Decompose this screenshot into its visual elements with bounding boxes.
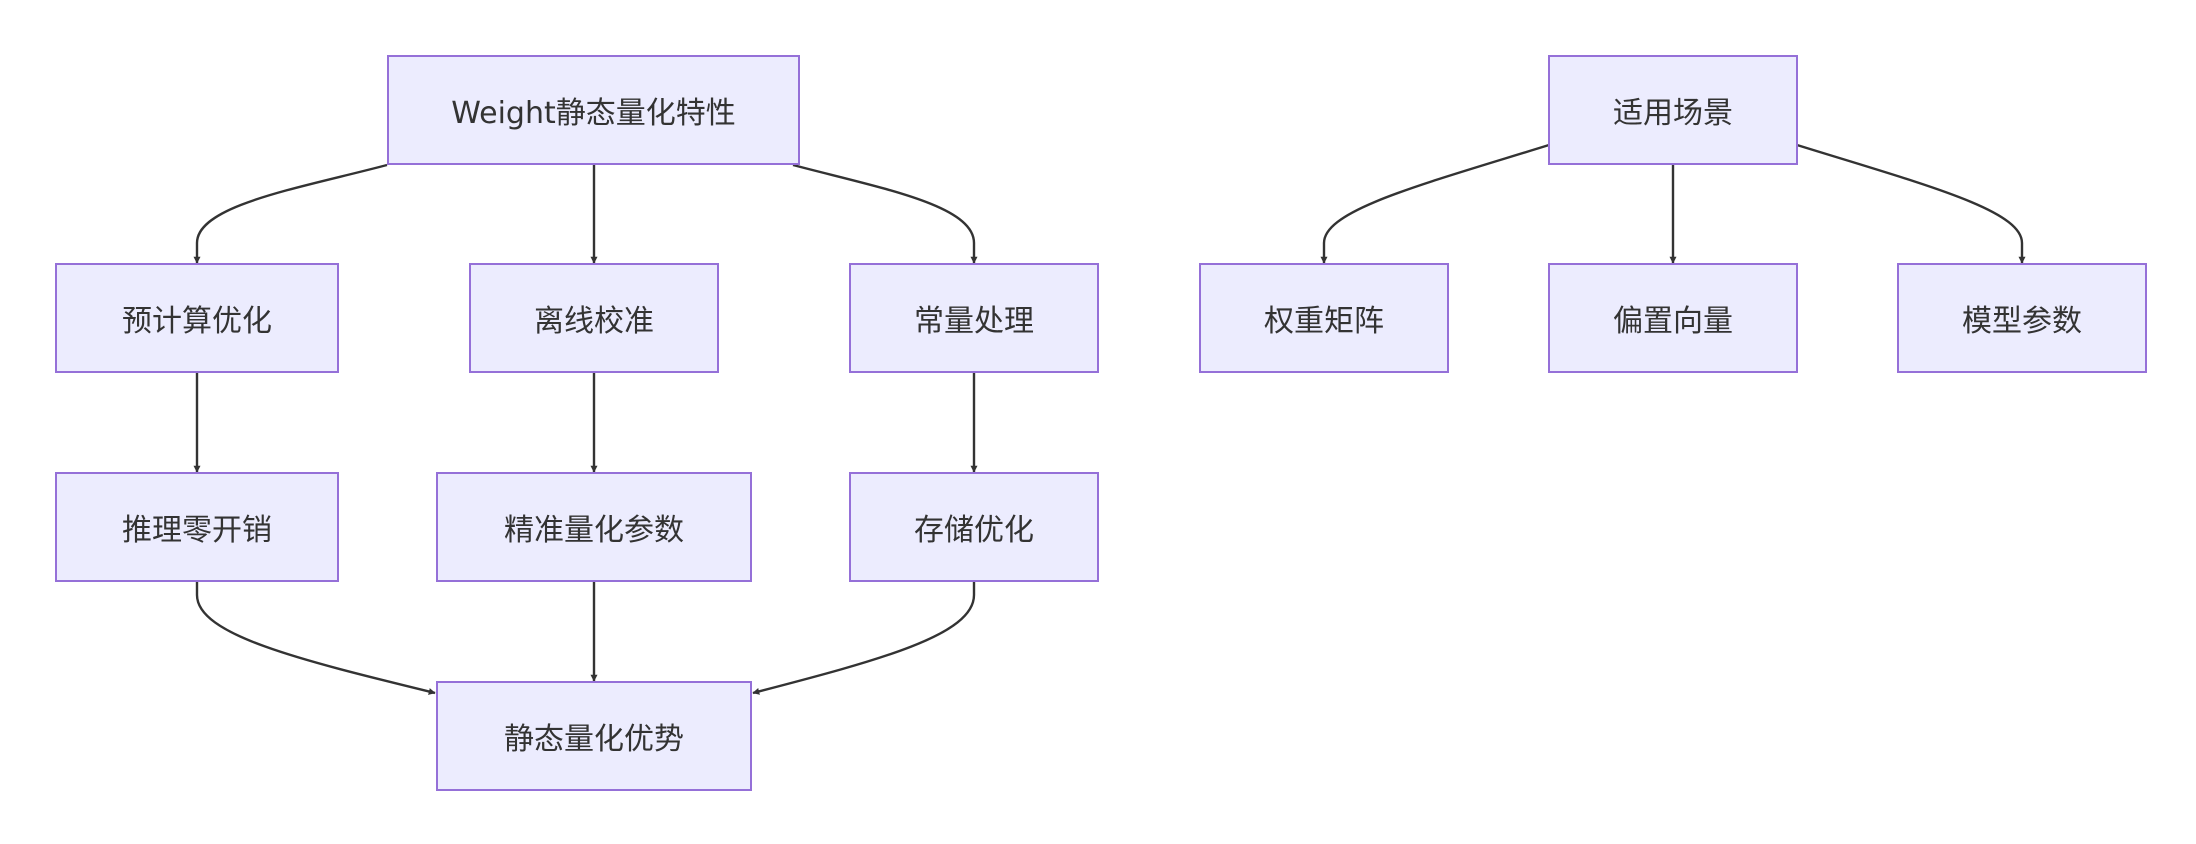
node-offline-calibration: 离线校准: [469, 263, 719, 373]
edge-weight-static-to-precompute: [193, 163, 388, 264]
edge-scenarios-to-weight-matrix: [1320, 143, 1550, 264]
node-applicable-scenarios: 适用场景: [1548, 55, 1798, 165]
node-model-parameters: 模型参数: [1897, 263, 2147, 373]
node-zero-inference-overhead: 推理零开销: [55, 472, 339, 582]
edge-weight-static-to-const-handling: [792, 163, 978, 264]
node-constant-handling: 常量处理: [849, 263, 1099, 373]
node-static-quantization-advantages: 静态量化优势: [436, 681, 752, 791]
node-precompute-optimization: 预计算优化: [55, 263, 339, 373]
node-precise-quantization-parameters: 精准量化参数: [436, 472, 752, 582]
node-weight-static-quantization-features: Weight静态量化特性: [387, 55, 800, 165]
node-bias-vector: 偏置向量: [1548, 263, 1798, 373]
node-storage-optimization: 存储优化: [849, 472, 1099, 582]
node-weight-matrix: 权重矩阵: [1199, 263, 1449, 373]
edge-storage-opt-to-static-advantage: [752, 582, 976, 695]
edge-scenarios-to-model-params: [1796, 143, 2026, 264]
edge-zero-overhead-to-static-advantage: [195, 582, 436, 695]
